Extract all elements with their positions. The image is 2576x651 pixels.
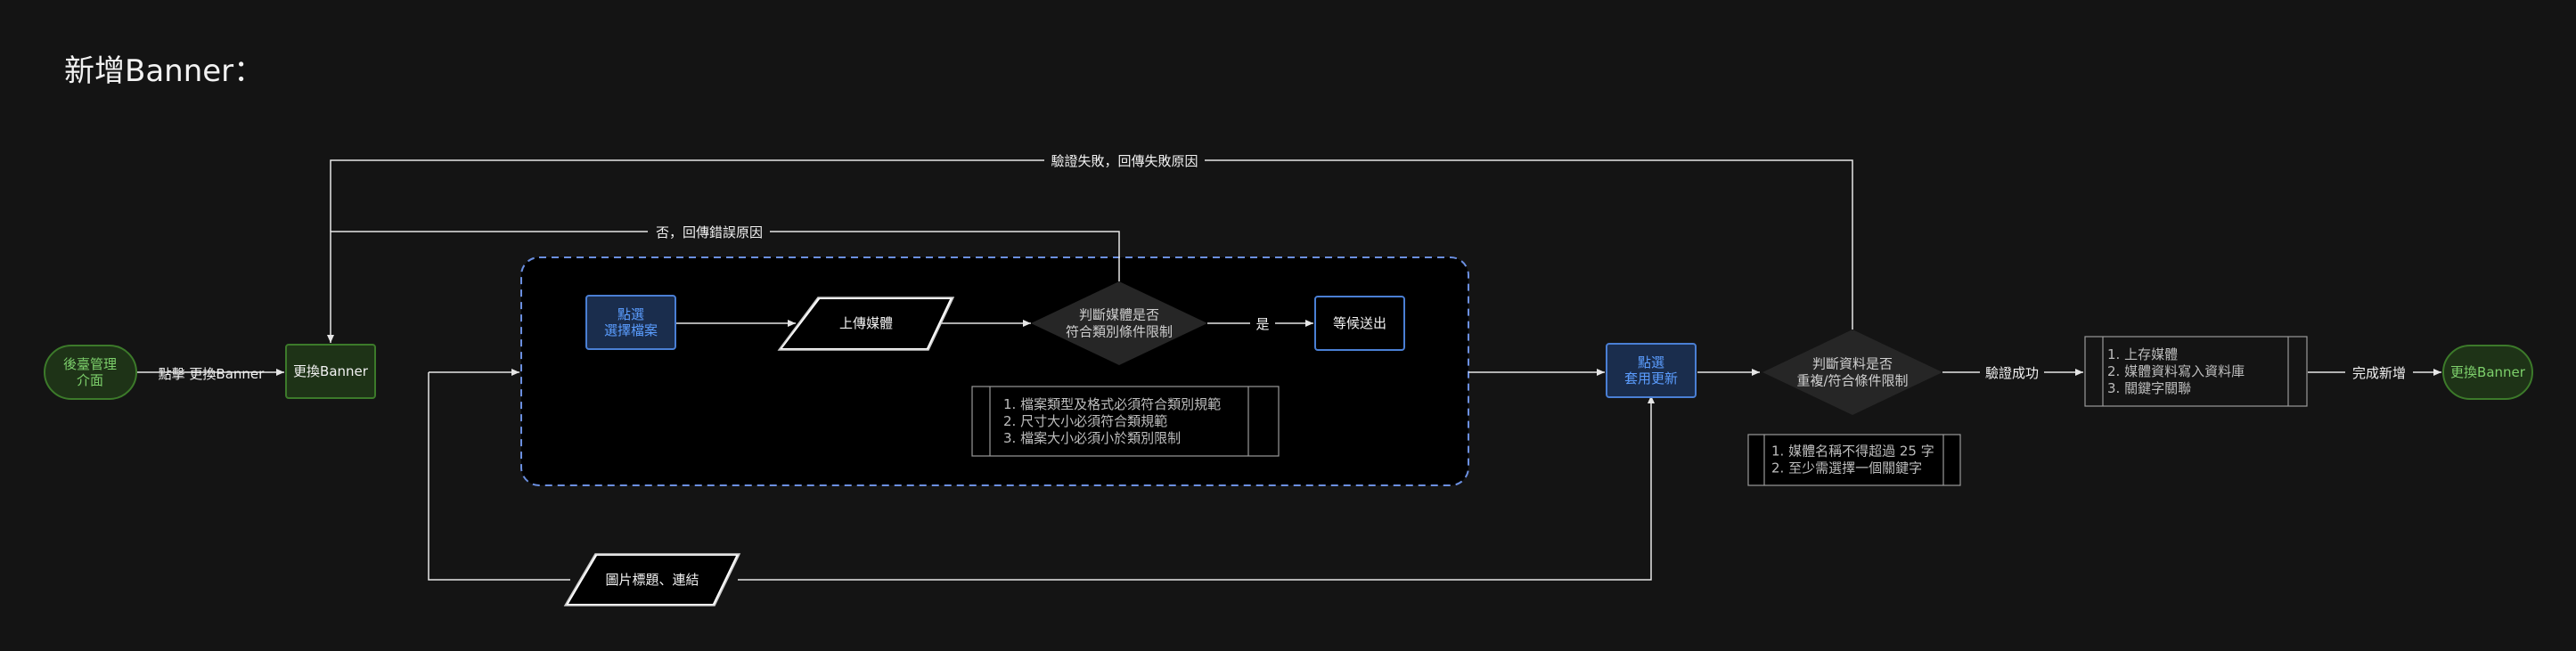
edge-label-verify-success: 驗證成功 — [1985, 365, 2039, 381]
edge-label-complete-add: 完成新增 — [2352, 365, 2406, 381]
admin-terminal-label: 後臺管理介面 — [63, 356, 117, 388]
wait-submit-label: 等候送出 — [1333, 315, 1386, 331]
text-line: 1. 檔案類型及格式必須符合類別規範 — [1003, 396, 1221, 412]
image-title-label: 圖片標題、連結 — [605, 572, 699, 588]
edge-change-to-title — [428, 372, 570, 581]
end-terminal-label: 更換Banner — [2450, 364, 2526, 380]
text-line: 點選 — [1638, 354, 1664, 370]
text-line: 更換Banner — [293, 363, 369, 379]
apply-update-button[interactable] — [1606, 343, 1697, 398]
change-banner-node — [285, 344, 376, 399]
page-title: 新增Banner： — [64, 53, 265, 89]
edge-fail-b — [330, 159, 1044, 232]
text-line: 更換Banner — [2450, 364, 2526, 380]
edge-title-to-apply — [738, 395, 1655, 581]
image-title-inner — [568, 556, 736, 604]
text-line: 重複/符合條件限制 — [1796, 373, 1908, 389]
admin-terminal — [44, 345, 137, 400]
change-banner-label: 更換Banner — [293, 363, 369, 379]
upload-media-label: 上傳媒體 — [839, 315, 893, 331]
upload-media-inner — [782, 299, 950, 348]
text-line: 判斷資料是否 — [1812, 356, 1893, 372]
data-rules-note — [1747, 434, 1961, 486]
select-file-button[interactable] — [585, 295, 676, 350]
text-line: 上傳媒體 — [839, 315, 893, 331]
check-media-label: 判斷媒體是否符合類別條件限制 — [1066, 307, 1173, 340]
connectors — [136, 159, 2441, 581]
save-steps-box — [2084, 336, 2308, 407]
text-line: 是 — [1255, 316, 1269, 332]
text-line: 2. 至少需選擇一個關鍵字 — [1771, 460, 1922, 476]
text-line: 2. 媒體資料寫入資料庫 — [2107, 363, 2245, 379]
text-line: 3. 檔案大小必須小於類別限制 — [1003, 430, 1181, 446]
check-data-decision — [1762, 330, 1942, 415]
text-line: 1. 上存媒體 — [2107, 346, 2178, 362]
check-media-decision — [1031, 281, 1207, 365]
text-line: 2. 尺寸大小必須符合類規範 — [1003, 413, 1167, 429]
edge-fail-a — [1205, 159, 1853, 330]
text-line: 判斷媒體是否 — [1079, 307, 1159, 323]
text-line: 等候送出 — [1333, 315, 1386, 331]
text-line: 完成新增 — [2352, 365, 2406, 381]
edge-label-no-return: 否，回傳錯誤原因 — [656, 224, 763, 240]
select-file-label: 點選選擇檔案 — [604, 306, 658, 338]
end-terminal — [2442, 345, 2533, 400]
wait-submit-node — [1314, 296, 1405, 351]
text-line: 符合類別條件限制 — [1066, 324, 1173, 340]
text-line: 點選 — [617, 306, 644, 322]
text-line: 3. 關鍵字關聯 — [2107, 380, 2191, 396]
edge-label-yes: 是 — [1255, 316, 1269, 332]
edge-label-fail-return: 驗證失敗，回傳失敗原因 — [1051, 153, 1198, 169]
text-line: 套用更新 — [1624, 370, 1678, 387]
apply-update-label: 點選套用更新 — [1624, 354, 1678, 387]
text-line: 圖片標題、連結 — [605, 572, 699, 588]
text-line: 否，回傳錯誤原因 — [656, 224, 763, 240]
text-line: 後臺管理 — [63, 356, 117, 372]
text-line: 點擊 更換Banner — [159, 366, 265, 382]
text-line: 1. 媒體名稱不得超過 25 字 — [1771, 443, 1934, 460]
edge-label-click-change: 點擊 更換Banner — [159, 366, 265, 382]
edge-no-a — [770, 231, 1120, 281]
text-line: 選擇檔案 — [604, 322, 658, 338]
check-data-label: 判斷資料是否重複/符合條件限制 — [1796, 356, 1908, 389]
text-line: 驗證失敗，回傳失敗原因 — [1051, 153, 1198, 169]
media-rules-note — [971, 386, 1280, 457]
text-line: 驗證成功 — [1985, 365, 2039, 381]
text-line: 介面 — [77, 372, 103, 388]
